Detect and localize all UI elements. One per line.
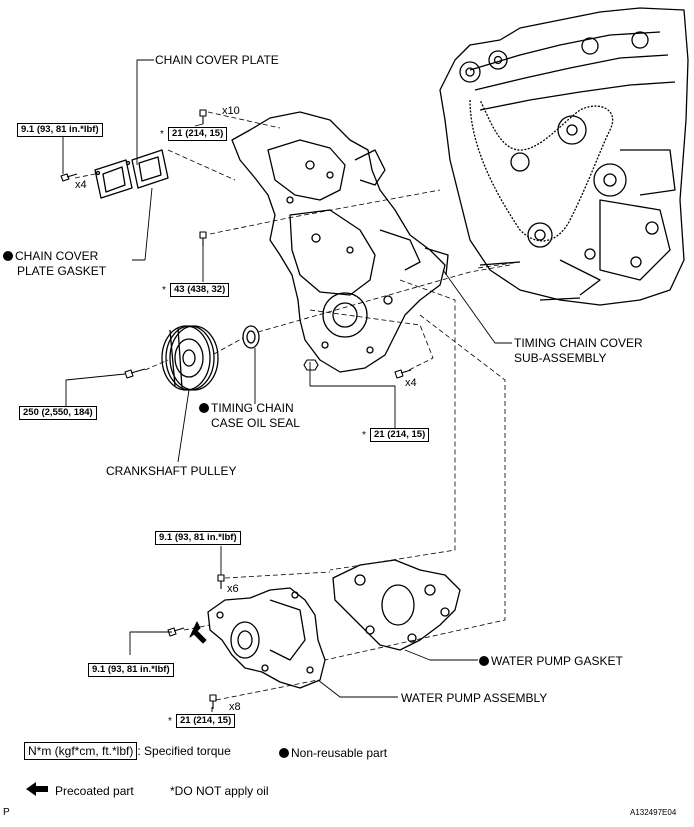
figure-code: A132497E04 (630, 808, 677, 817)
alignment-lines (74, 111, 521, 701)
torque-wp-bottom-bolts: 21 (214, 15) (176, 714, 236, 728)
corner-code-left: P (3, 807, 10, 818)
water-pump-assembly (207, 587, 326, 689)
bolts (60, 109, 412, 709)
torque-plate-bolts: 9.1 (93, 81 in.*lbf) (17, 123, 103, 137)
non-reusable-dot-icon (199, 403, 209, 413)
legend-precoated: Precoated part (55, 784, 134, 798)
qty-lower-bolts: x4 (405, 377, 417, 389)
legend-torque: N*m (kgf*cm, ft.*lbf): Specified torque (24, 742, 231, 760)
timing-chain-cover-label-2: SUB-ASSEMBLY (514, 351, 607, 365)
timing-chain-case-oil-seal-label: TIMING CHAIN (199, 401, 294, 415)
chain-cover-plate-label: CHAIN COVER PLATE (155, 53, 279, 67)
star-wp-bottom-bolts: * (168, 716, 172, 727)
star-mid-bolt: * (162, 285, 166, 296)
torque-lower-bolts: 21 (214, 15) (370, 428, 430, 442)
non-reusable-dot-icon (3, 251, 13, 261)
water-pump-gasket-label: WATER PUMP GASKET (479, 654, 623, 668)
legend-torque-desc: : Specified torque (137, 744, 231, 758)
timing-chain-cover (231, 111, 449, 373)
qty-plate-bolts: x4 (75, 179, 87, 191)
torque-wp-top-bolts: 9.1 (93, 81 in.*lbf) (155, 531, 241, 545)
qty-upper-bolts: x10 (222, 105, 240, 117)
crankshaft-pulley-label: CRANKSHAFT PULLEY (106, 464, 237, 478)
qty-wp-top-bolts: x6 (227, 583, 239, 595)
chain-cover-plate-gasket-label-2: PLATE GASKET (17, 264, 107, 278)
torque-upper-bolts: 21 (214, 15) (168, 127, 228, 141)
legend-precoated-arrow-icon (26, 782, 48, 796)
star-upper-bolts: * (160, 129, 164, 140)
chain-cover-plate-gasket-label: CHAIN COVER (3, 249, 98, 263)
star-lower-bolts: * (362, 430, 366, 441)
torque-mid-bolt: 43 (438, 32) (170, 283, 230, 297)
precoated-arrow-icon (189, 621, 207, 644)
non-reusable-dot-icon (279, 748, 289, 758)
oil-seal (242, 325, 260, 349)
non-reusable-dot-icon (479, 656, 489, 666)
timing-chain-case-oil-seal-label-2: CASE OIL SEAL (211, 416, 300, 430)
chain-cover-plate (94, 149, 169, 199)
legend-non-reusable: Non-reusable part (279, 746, 387, 760)
water-pump-gasket (332, 559, 461, 651)
timing-chain-cover-label: TIMING CHAIN COVER (514, 336, 643, 350)
qty-wp-bottom-bolts: x8 (229, 701, 241, 713)
leader-lines (62, 59, 512, 712)
legend-torque-unit: N*m (kgf*cm, ft.*lbf) (24, 742, 138, 760)
engine-block (439, 7, 689, 306)
torque-pulley-bolt: 250 (2,550, 184) (19, 406, 97, 420)
water-pump-assembly-label: WATER PUMP ASSEMBLY (401, 691, 548, 705)
legend-no-oil: *DO NOT apply oil (170, 784, 269, 798)
torque-wp-left-bolt: 9.1 (93, 81 in.*lbf) (88, 663, 174, 677)
crankshaft-pulley (161, 325, 219, 391)
